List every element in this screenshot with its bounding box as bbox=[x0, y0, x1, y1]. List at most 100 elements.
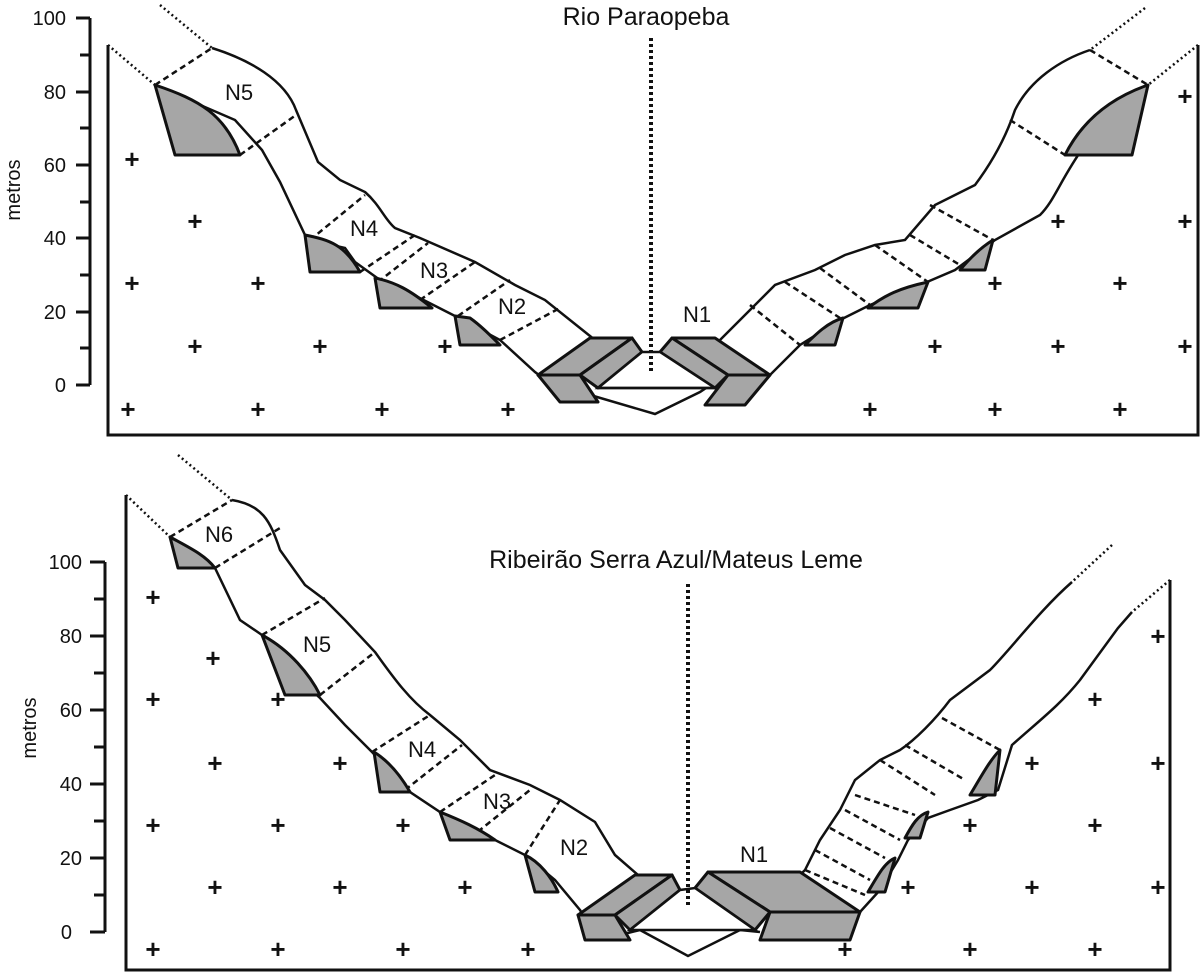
bottom-bedrock-cross: + bbox=[332, 872, 347, 902]
top-tick-0: 0 bbox=[55, 375, 66, 397]
top-bedrock-cross: + bbox=[187, 331, 202, 361]
top-bedrock-symbols: ++++++++++++++++++++++ bbox=[120, 81, 1192, 424]
bottom-terrace-n2-left bbox=[523, 853, 560, 894]
top-bedrock-cross: + bbox=[1177, 331, 1192, 361]
bottom-terrace-n6-left bbox=[168, 535, 217, 570]
bottom-level-n4: N4 bbox=[408, 737, 436, 762]
top-level-n5: N5 bbox=[225, 80, 253, 105]
bottom-river-title: Ribeirão Serra Azul/Mateus Leme bbox=[489, 546, 863, 574]
top-terrace-n4-right bbox=[958, 238, 995, 272]
bottom-bedrock-cross: + bbox=[145, 810, 160, 840]
top-tick-100: 100 bbox=[33, 8, 66, 30]
top-bedrock-cross: + bbox=[1177, 81, 1192, 111]
top-river-title: Rio Paraopeba bbox=[563, 3, 730, 31]
bottom-bedrock-cross: + bbox=[1150, 621, 1165, 651]
bottom-bedrock-cross: + bbox=[1087, 810, 1102, 840]
bottom-river-channel bbox=[626, 886, 759, 932]
bottom-level-n6: N6 bbox=[205, 522, 233, 547]
bottom-panel: 100 80 60 40 20 0 metros bbox=[19, 454, 1172, 972]
top-tick-60: 60 bbox=[44, 155, 66, 177]
bottom-terrace-r3 bbox=[866, 856, 897, 894]
top-bedrock-cross: + bbox=[312, 331, 327, 361]
top-level-n2: N2 bbox=[498, 294, 526, 319]
bottom-bedrock-cross: + bbox=[395, 934, 410, 964]
bottom-bedrock-cross: + bbox=[270, 934, 285, 964]
top-tick-40: 40 bbox=[44, 228, 66, 250]
bottom-tick-0: 0 bbox=[61, 922, 72, 944]
top-panel: 100 80 60 40 20 0 metros bbox=[3, 3, 1200, 437]
top-terrace-n4-left bbox=[303, 233, 362, 274]
top-terrace-n1-right-lower bbox=[703, 373, 772, 407]
top-bedrock-cross: + bbox=[124, 268, 139, 298]
bottom-level-n5: N5 bbox=[303, 632, 331, 657]
bottom-terrace-n1-right-lower bbox=[758, 910, 862, 942]
top-terrace-projections bbox=[154, 46, 1149, 346]
bottom-terrace-projections bbox=[169, 498, 1001, 897]
bottom-level-n1: N1 bbox=[740, 842, 768, 867]
bottom-y-axis: 100 80 60 40 20 0 metros bbox=[19, 552, 107, 944]
top-bedrock-cross: + bbox=[120, 394, 135, 424]
bottom-bedrock-cross: + bbox=[1024, 872, 1039, 902]
top-terrace-n3-left bbox=[373, 276, 434, 310]
top-axis-title: metros bbox=[3, 159, 25, 220]
bottom-bedrock-cross: + bbox=[145, 582, 160, 612]
top-y-axis: 100 80 60 40 20 0 metros bbox=[3, 8, 92, 397]
bottom-bedrock-cross: + bbox=[1087, 934, 1102, 964]
bottom-tick-40: 40 bbox=[60, 774, 82, 796]
bottom-tick-60: 60 bbox=[60, 700, 82, 722]
bottom-bedrock-cross: + bbox=[962, 810, 977, 840]
top-continuation-lines bbox=[107, 4, 1199, 86]
bottom-bedrock-cross: + bbox=[837, 934, 852, 964]
top-bedrock-cross: + bbox=[1050, 206, 1065, 236]
top-terrace-n2-left bbox=[453, 314, 502, 347]
top-bedrock-cross: + bbox=[862, 394, 877, 424]
bottom-bedrock-cross: + bbox=[900, 872, 915, 902]
bottom-terrace-n1-left-lower bbox=[576, 913, 632, 942]
bottom-level-n3: N3 bbox=[483, 789, 511, 814]
top-terrace-n5-left bbox=[153, 83, 242, 157]
top-tick-80: 80 bbox=[44, 82, 66, 104]
bottom-bedrock-cross: + bbox=[207, 872, 222, 902]
bottom-level-n2: N2 bbox=[560, 835, 588, 860]
bottom-tick-100: 100 bbox=[49, 552, 82, 574]
top-bedrock-cross: + bbox=[500, 394, 515, 424]
top-level-n3: N3 bbox=[420, 258, 448, 283]
bottom-bedrock-cross: + bbox=[270, 684, 285, 714]
top-bedrock-cross: + bbox=[187, 206, 202, 236]
top-terrace-deposits bbox=[153, 83, 1150, 407]
bottom-bedrock-cross: + bbox=[520, 934, 535, 964]
bottom-bedrock-cross: + bbox=[207, 748, 222, 778]
bottom-tick-20: 20 bbox=[60, 848, 82, 870]
bottom-bedrock-cross: + bbox=[457, 872, 472, 902]
top-bedrock-cross: + bbox=[1112, 268, 1127, 298]
top-bedrock-cross: + bbox=[987, 268, 1002, 298]
bottom-terrace-deposits bbox=[168, 535, 1002, 942]
bottom-bedrock-cross: + bbox=[962, 934, 977, 964]
top-terrace-n3-right bbox=[866, 280, 930, 310]
top-bedrock-cross: + bbox=[437, 331, 452, 361]
bottom-terrace-n3-left bbox=[438, 810, 497, 842]
bottom-terrace-r2 bbox=[903, 810, 930, 840]
bottom-tick-80: 80 bbox=[60, 626, 82, 648]
bottom-bedrock-symbols: ++++++++++++++++++++++++++++ bbox=[145, 582, 1165, 964]
bottom-axis-title: metros bbox=[19, 697, 41, 758]
top-level-n1: N1 bbox=[683, 302, 711, 327]
bottom-bedrock-cross: + bbox=[1087, 684, 1102, 714]
top-bedrock-cross: + bbox=[1112, 394, 1127, 424]
top-bedrock-cross: + bbox=[250, 268, 265, 298]
bottom-valley-frame bbox=[124, 495, 1172, 972]
bottom-bedrock-cross: + bbox=[145, 934, 160, 964]
top-terrace-n5-right bbox=[1063, 83, 1150, 157]
bottom-bedrock-cross: + bbox=[395, 810, 410, 840]
top-level-n4: N4 bbox=[350, 216, 378, 241]
bottom-bedrock-cross: + bbox=[1150, 872, 1165, 902]
top-valley-frame bbox=[106, 45, 1200, 437]
bottom-bedrock-cross: + bbox=[270, 810, 285, 840]
top-terrace-n2-right bbox=[803, 316, 845, 347]
top-bedrock-cross: + bbox=[250, 394, 265, 424]
bottom-continuation-lines bbox=[125, 454, 1171, 613]
top-terrace-n1-left-lower bbox=[536, 373, 600, 404]
top-bedrock-cross: + bbox=[1050, 331, 1065, 361]
bottom-bedrock-cross: + bbox=[1024, 748, 1039, 778]
